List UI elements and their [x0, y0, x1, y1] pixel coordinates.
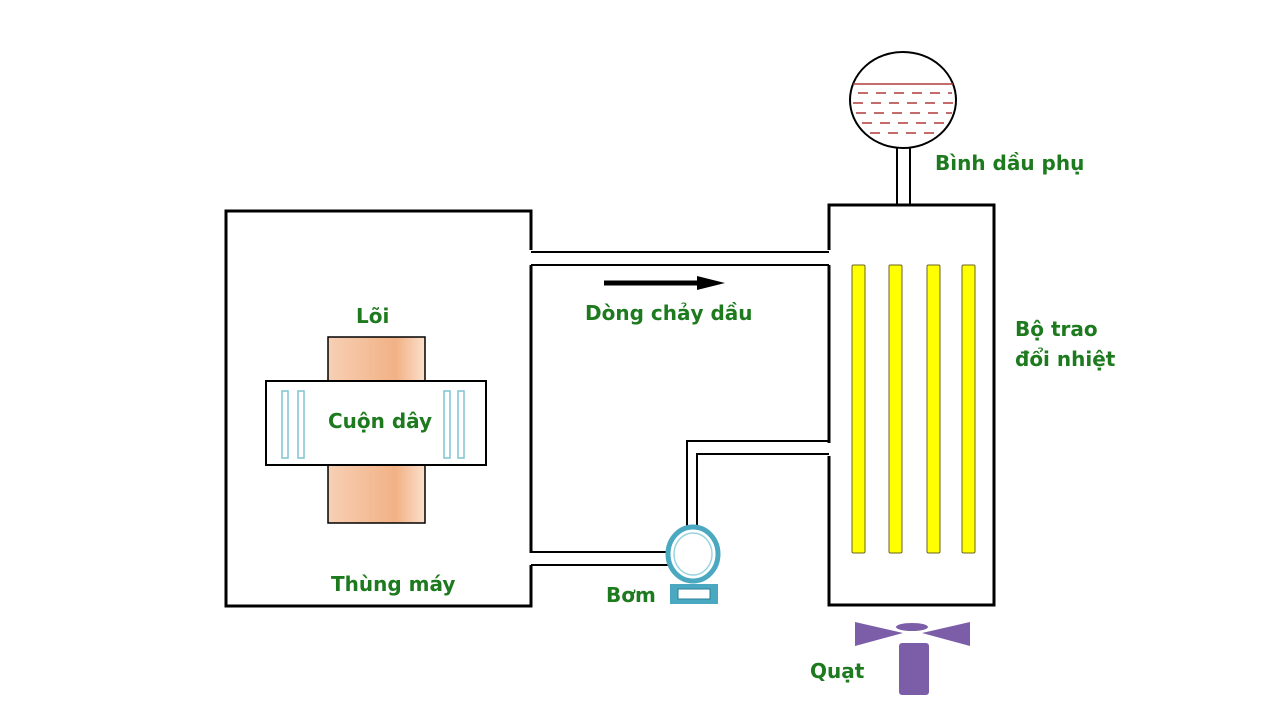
pump-icon	[665, 524, 721, 604]
heat-exchanger	[827, 203, 996, 607]
coil-strip	[297, 390, 305, 459]
label-heat-exchanger-line2: đổi nhiệt	[1015, 347, 1116, 371]
label-oil-flow: Dòng chảy dầu	[585, 301, 753, 325]
label-fan: Quạt	[810, 659, 865, 683]
flow-arrow-icon	[604, 276, 725, 290]
heat-exchanger-tubes	[851, 264, 976, 554]
fan-icon	[855, 622, 970, 695]
heat-exchanger-tube	[961, 264, 976, 554]
coil-strip	[443, 390, 451, 459]
label-heat-exchanger-line1: Bộ trao	[1015, 317, 1098, 341]
heat-exchanger-tube	[926, 264, 941, 554]
label-pump: Bơm	[606, 583, 656, 607]
coil-block	[265, 380, 487, 466]
transformer-tank	[224, 209, 533, 608]
top-oil-pipe	[531, 251, 829, 266]
label-core: Lõi	[356, 304, 389, 328]
heat-exchanger-tube	[888, 264, 903, 554]
bottom-oil-pipe	[531, 440, 829, 566]
heat-exchanger-tube	[851, 264, 866, 554]
conservator-tank	[849, 51, 957, 205]
label-conservator: Bình dầu phụ	[935, 151, 1084, 175]
label-tank: Thùng máy	[331, 572, 455, 596]
label-coil: Cuộn dây	[328, 409, 432, 433]
coil-strip	[281, 390, 289, 459]
coil-strip	[457, 390, 465, 459]
